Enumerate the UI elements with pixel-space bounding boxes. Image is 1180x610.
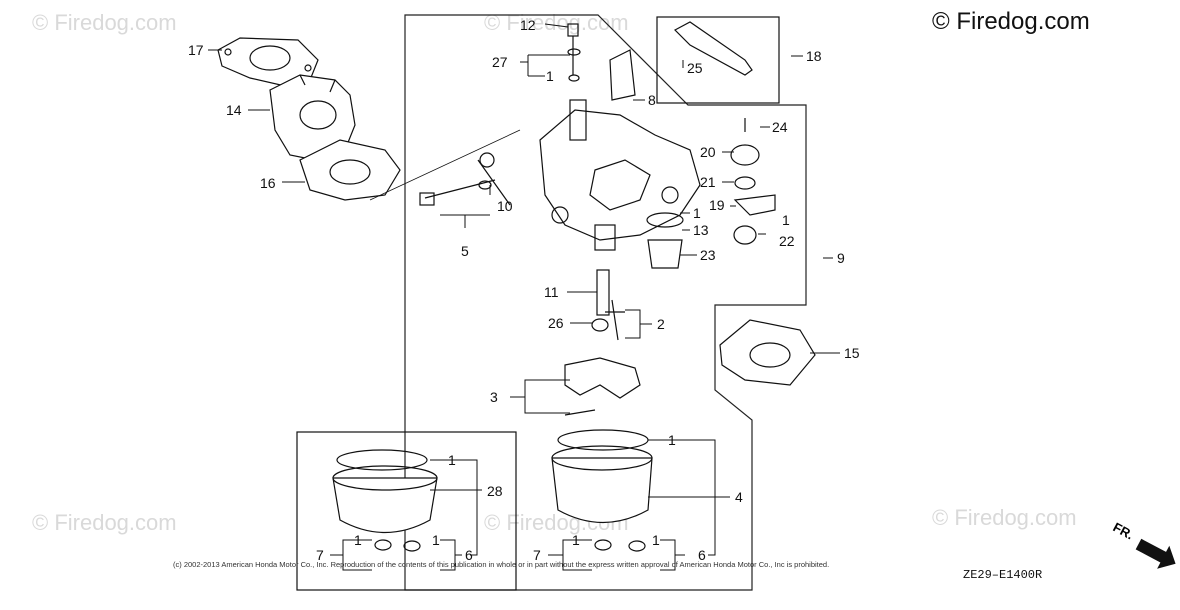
callout-1-h: 1 [572, 532, 580, 548]
callout-21: 21 [700, 174, 716, 190]
callout-20: 20 [700, 144, 716, 160]
gasket-17-shape [217, 37, 319, 87]
front-direction-marker: FR. [1111, 519, 1176, 569]
callout-10: 10 [497, 198, 513, 214]
callout-6-a: 6 [465, 547, 473, 563]
brand-watermark: © Firedog.com [932, 8, 1090, 35]
callout-26: 26 [548, 315, 564, 331]
callout-1-e: 1 [448, 452, 456, 468]
callout-1-f: 1 [354, 532, 362, 548]
callout-1-a: 1 [546, 68, 554, 84]
callout-1-i: 1 [652, 532, 660, 548]
watermark-bottom-right: © Firedog.com [932, 505, 1077, 530]
callout-1-g: 1 [432, 532, 440, 548]
callout-18: 18 [806, 48, 822, 64]
inset-box-bowl [296, 431, 517, 591]
callout-8: 8 [648, 92, 656, 108]
callout-5: 5 [461, 243, 469, 259]
front-arrow-icon [1135, 538, 1176, 569]
callout-1-b: 1 [782, 212, 790, 228]
jet-23 [647, 239, 683, 269]
leader-lines [208, 23, 840, 571]
watermark-top-left: © Firedog.com [32, 10, 177, 35]
float-bowl-4-shape [551, 429, 653, 524]
insulator-14-shape [269, 74, 356, 161]
callout-9: 9 [837, 250, 845, 266]
callout-16: 16 [260, 175, 276, 191]
right-small-parts [730, 118, 776, 245]
callout-11: 11 [544, 284, 559, 300]
callout-6-b: 6 [698, 547, 706, 563]
jet-11 [596, 269, 610, 316]
callout-27: 27 [492, 54, 508, 70]
watermark-bottom-left: © Firedog.com [32, 510, 177, 535]
gasket-15-shape [719, 319, 816, 386]
callout-28: 28 [487, 483, 503, 499]
front-label: FR. [1111, 519, 1137, 542]
callout-1-c: 1 [693, 205, 701, 221]
callout-1-d: 1 [668, 432, 676, 448]
screw-2 [605, 299, 625, 341]
clip-8-shape [609, 49, 636, 101]
gasket-16-shape [299, 139, 401, 201]
callout-labels: 17 14 16 12 27 1 8 18 25 24 20 21 19 1 2… [188, 17, 860, 563]
float-bowl-28-shape [332, 449, 438, 534]
callout-24: 24 [772, 119, 788, 135]
callout-3: 3 [490, 389, 498, 405]
watermark-top-center: © Firedog.com [484, 10, 629, 35]
callout-23: 23 [700, 247, 716, 263]
callout-13: 13 [693, 222, 709, 238]
callout-2: 2 [657, 316, 665, 332]
callout-14: 14 [226, 102, 242, 118]
inset-box-18 [656, 16, 780, 104]
callout-7-b: 7 [533, 547, 541, 563]
callout-25: 25 [687, 60, 703, 76]
callout-15: 15 [844, 345, 860, 361]
callout-12: 12 [520, 17, 536, 33]
screws-10-5 [419, 152, 511, 206]
diagram-code: ZE29–E1400R [963, 568, 1043, 582]
callout-7-a: 7 [316, 547, 324, 563]
callout-22: 22 [779, 233, 795, 249]
carburetor-body-shape [539, 99, 701, 251]
callout-19: 19 [709, 197, 725, 213]
screw-12-shape [567, 23, 581, 82]
float-3 [564, 357, 641, 399]
o-ring-13 [646, 212, 684, 228]
assembly-boundary [404, 14, 807, 591]
lever-18-shape [674, 21, 753, 76]
callout-17: 17 [188, 42, 204, 58]
copyright-notice: (c) 2002-2013 American Honda Motor Co., … [173, 560, 830, 569]
callout-4: 4 [735, 489, 743, 505]
